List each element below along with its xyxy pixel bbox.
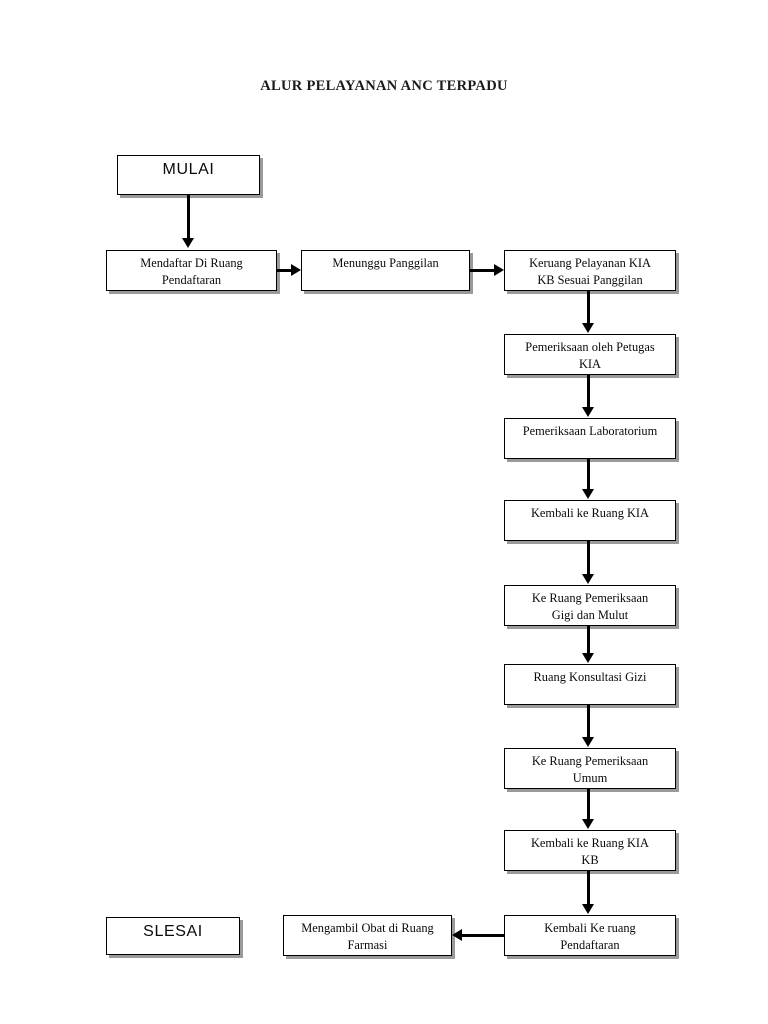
node-gigi-line-2: Gigi dan Mulut	[551, 607, 629, 622]
edge-keruang-to-petugas-arrowhead	[582, 323, 594, 333]
edge-menunggu-to-keruang-line	[470, 269, 495, 272]
node-slesai[interactable]: SLESAI	[106, 917, 240, 955]
node-ke-ruang-pemeriksaan-gigi-dan-mulut[interactable]: Ke Ruang Pemeriksaan Gigi dan Mulut	[504, 585, 676, 626]
node-slesai-line-1: SLESAI	[143, 923, 203, 940]
node-kembali-pendaftaran-line-1: Kembali Ke ruang	[544, 921, 636, 935]
node-umum-line-2: Umum	[572, 770, 608, 785]
node-kembali-ke-ruang-pendaftaran[interactable]: Kembali Ke ruang Pendaftaran	[504, 915, 676, 956]
node-menunggu-panggilan[interactable]: Menunggu Panggilan	[301, 250, 470, 291]
node-kembali-ke-ruang-kia[interactable]: Kembali ke Ruang KIA	[504, 500, 676, 541]
edge-mulai-to-mendaftar-arrowhead	[182, 238, 194, 248]
edge-pendaftaran-to-farmasi-line	[462, 934, 504, 937]
node-ruang-konsultasi-gizi[interactable]: Ruang Konsultasi Gizi	[504, 664, 676, 705]
edge-kembali-kiakb-to-pendaftaran-arrowhead	[582, 904, 594, 914]
edge-laboratorium-to-kembali-kia-arrowhead	[582, 489, 594, 499]
edge-mulai-to-mendaftar-line	[187, 195, 190, 240]
node-kembali-pendaftaran-line-2: Pendaftaran	[560, 937, 620, 952]
node-petugas-line-1: Pemeriksaan oleh Petugas	[525, 340, 655, 354]
edge-umum-to-kembali-kiakb-line	[587, 789, 590, 822]
node-pemeriksaan-oleh-petugas-kia[interactable]: Pemeriksaan oleh Petugas KIA	[504, 334, 676, 375]
node-menunggu-line-1: Menunggu Panggilan	[332, 256, 439, 270]
node-gigi-line-1: Ke Ruang Pemeriksaan	[531, 591, 649, 605]
node-umum-line-1: Ke Ruang Pemeriksaan	[531, 754, 649, 768]
node-mendaftar-line-1: Mendaftar Di Ruang	[140, 256, 243, 270]
node-pemeriksaan-laboratorium[interactable]: Pemeriksaan Laboratorium	[504, 418, 676, 459]
edge-petugas-to-laboratorium-line	[587, 375, 590, 410]
edge-gigi-to-gizi-line	[587, 626, 590, 656]
node-gizi-line-1: Ruang Konsultasi Gizi	[533, 670, 647, 684]
edge-gizi-to-umum-arrowhead	[582, 737, 594, 747]
node-mendaftar-di-ruang-pendaftaran[interactable]: Mendaftar Di Ruang Pendaftaran	[106, 250, 277, 291]
edge-gigi-to-gizi-arrowhead	[582, 653, 594, 663]
edge-mendaftar-to-menunggu-arrowhead	[291, 264, 301, 276]
node-farmasi-line-2: Farmasi	[347, 937, 388, 952]
node-kembali-kia-line-1: Kembali ke Ruang KIA	[530, 506, 650, 520]
node-mendaftar-line-2: Pendaftaran	[161, 272, 222, 287]
node-petugas-line-2: KIA	[578, 356, 602, 371]
edge-pendaftaran-to-farmasi-arrowhead	[452, 929, 462, 941]
edge-petugas-to-laboratorium-arrowhead	[582, 407, 594, 417]
edge-kembali-kia-to-gigi-arrowhead	[582, 574, 594, 584]
node-mulai[interactable]: MULAI	[117, 155, 260, 195]
node-farmasi-line-1: Mengambil Obat di Ruang	[301, 921, 434, 935]
node-mulai-line-1: MULAI	[162, 161, 215, 178]
node-keruang-pelayanan-kia-kb[interactable]: Keruang Pelayanan KIA KB Sesuai Panggila…	[504, 250, 676, 291]
node-kembali-kiakb-line-1: Kembali ke Ruang KIA	[530, 836, 650, 850]
node-keruang-line-1: Keruang Pelayanan KIA	[529, 256, 651, 270]
node-ke-ruang-pemeriksaan-umum[interactable]: Ke Ruang Pemeriksaan Umum	[504, 748, 676, 789]
node-mengambil-obat-di-ruang-farmasi[interactable]: Mengambil Obat di Ruang Farmasi	[283, 915, 452, 956]
edge-kembali-kiakb-to-pendaftaran-line	[587, 871, 590, 907]
edge-mendaftar-to-menunggu-line	[277, 269, 293, 272]
edge-umum-to-kembali-kiakb-arrowhead	[582, 819, 594, 829]
node-kembali-kiakb-line-2: KB	[581, 852, 599, 867]
edge-kembali-kia-to-gigi-line	[587, 541, 590, 577]
page-title: ALUR PELAYANAN ANC TERPADU	[260, 78, 508, 94]
node-keruang-line-2: KB Sesuai Panggilan	[537, 272, 643, 287]
edge-gizi-to-umum-line	[587, 705, 590, 740]
node-kembali-ke-ruang-kia-kb[interactable]: Kembali ke Ruang KIA KB	[504, 830, 676, 871]
edge-keruang-to-petugas-line	[587, 291, 590, 326]
node-laboratorium-line-1: Pemeriksaan Laboratorium	[522, 424, 658, 438]
edge-laboratorium-to-kembali-kia-line	[587, 459, 590, 492]
edge-menunggu-to-keruang-arrowhead	[494, 264, 504, 276]
